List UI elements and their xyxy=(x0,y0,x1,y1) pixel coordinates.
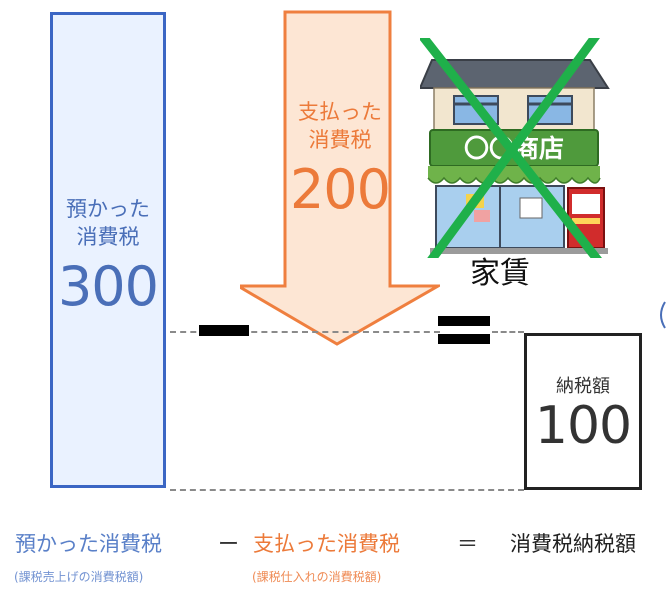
collected-tax-label-line2: 消費税 xyxy=(76,225,140,249)
shop-icon: 〇〇商店 xyxy=(418,9,631,301)
collected-tax-box: 預かった 消費税 300 xyxy=(50,12,166,488)
minus-operator xyxy=(199,325,249,336)
paid-tax-value: 200 xyxy=(289,158,391,221)
dashed-line-lower xyxy=(170,489,524,491)
tax-payable-label: 納税額 xyxy=(556,376,610,397)
formula-collected-note: (課税売上げの消費税額) xyxy=(14,570,144,584)
formula-equals: ＝ xyxy=(457,532,478,556)
formula-paid-tax: 支払った消費税 xyxy=(253,532,400,556)
collected-tax-label-line1: 預かった xyxy=(66,197,150,221)
paid-tax-arrow: 支払った 消費税 200 xyxy=(240,8,440,348)
dashed-line-upper-left xyxy=(170,331,440,333)
tax-payable-value: 100 xyxy=(534,396,632,456)
tax-payable-box: 納税額 100 xyxy=(524,333,642,490)
formula-paid-note: (課税仕入れの消費税額) xyxy=(252,570,382,584)
paid-tax-label-line1: 支払った xyxy=(298,100,382,124)
dashed-line-upper-right xyxy=(492,331,524,333)
collected-tax-label: 預かった 消費税 xyxy=(53,195,163,251)
shop-illustration: 〇〇商店 xyxy=(418,9,631,301)
collected-tax-value: 300 xyxy=(57,255,159,318)
edge-bracket-icon xyxy=(660,301,666,329)
equals-operator-top xyxy=(438,316,490,326)
equals-operator-bottom xyxy=(438,334,490,344)
paid-tax-label: 支払った 消費税 xyxy=(240,98,440,154)
formula-minus: ー xyxy=(218,532,239,556)
formula-collected-tax: 預かった消費税 xyxy=(15,532,162,556)
rent-caption: 家賃 xyxy=(470,256,530,291)
formula-tax-payable: 消費税納税額 xyxy=(510,532,636,556)
paid-tax-label-line2: 消費税 xyxy=(308,128,372,152)
down-arrow-icon xyxy=(240,10,440,346)
cross-out-icon xyxy=(419,9,631,301)
